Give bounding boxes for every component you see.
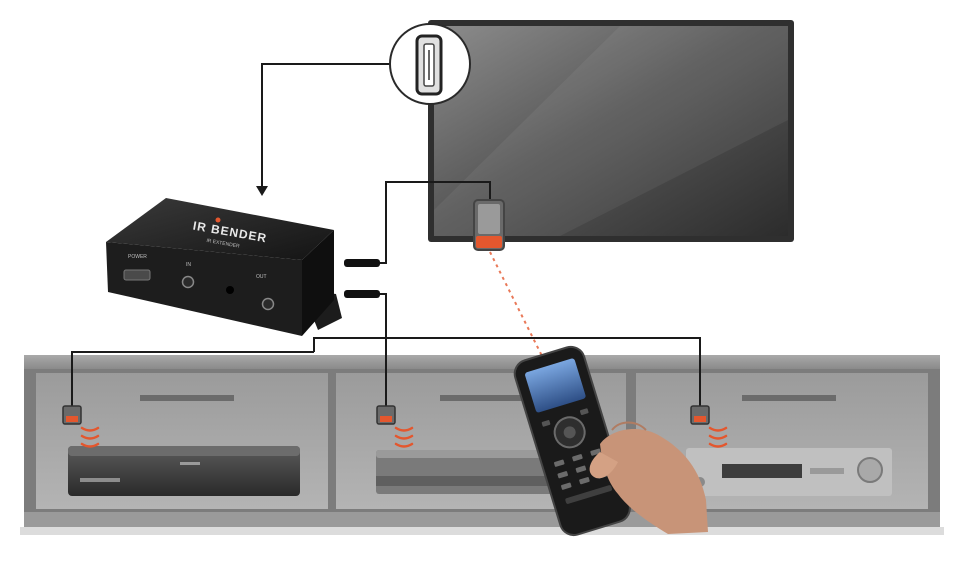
television bbox=[428, 20, 794, 242]
cable-hub-to-emitters bbox=[71, 293, 701, 410]
port-label-out: OUT bbox=[256, 274, 267, 280]
av-receiver bbox=[686, 448, 892, 496]
ir-signal-waves-icon bbox=[394, 426, 414, 448]
hub-led bbox=[226, 286, 234, 294]
ir-emitter-icon bbox=[690, 405, 710, 425]
ir-emitter-icon bbox=[62, 405, 82, 425]
hub-subtitle: IR EXTENDER bbox=[206, 238, 241, 250]
remote-control-icon bbox=[513, 345, 631, 537]
out-port bbox=[261, 297, 275, 311]
power-port bbox=[123, 269, 151, 281]
port-label-in: IN bbox=[186, 262, 191, 268]
bluray-player bbox=[68, 446, 300, 496]
port-label-power: POWER bbox=[128, 254, 147, 260]
in-port bbox=[181, 275, 195, 289]
cable-receiver-to-hub bbox=[261, 63, 392, 188]
ir-receiver-icon bbox=[415, 34, 443, 96]
hub-plugs bbox=[344, 259, 380, 298]
ir-signal-waves-icon bbox=[708, 426, 728, 448]
ir-receiver-callout bbox=[389, 23, 471, 105]
ir-emitter-icon bbox=[376, 405, 396, 425]
ir-beam bbox=[489, 251, 549, 369]
ir-emitter-icon bbox=[473, 199, 505, 251]
hand-icon bbox=[589, 421, 708, 534]
ir-signal-waves-icon bbox=[80, 426, 100, 448]
ir-extender-hub: IR BENDER IR EXTENDER POWER IN OUT bbox=[106, 198, 342, 336]
cable-hub-to-tv-emitter bbox=[378, 181, 491, 264]
arrow-head bbox=[256, 186, 268, 196]
